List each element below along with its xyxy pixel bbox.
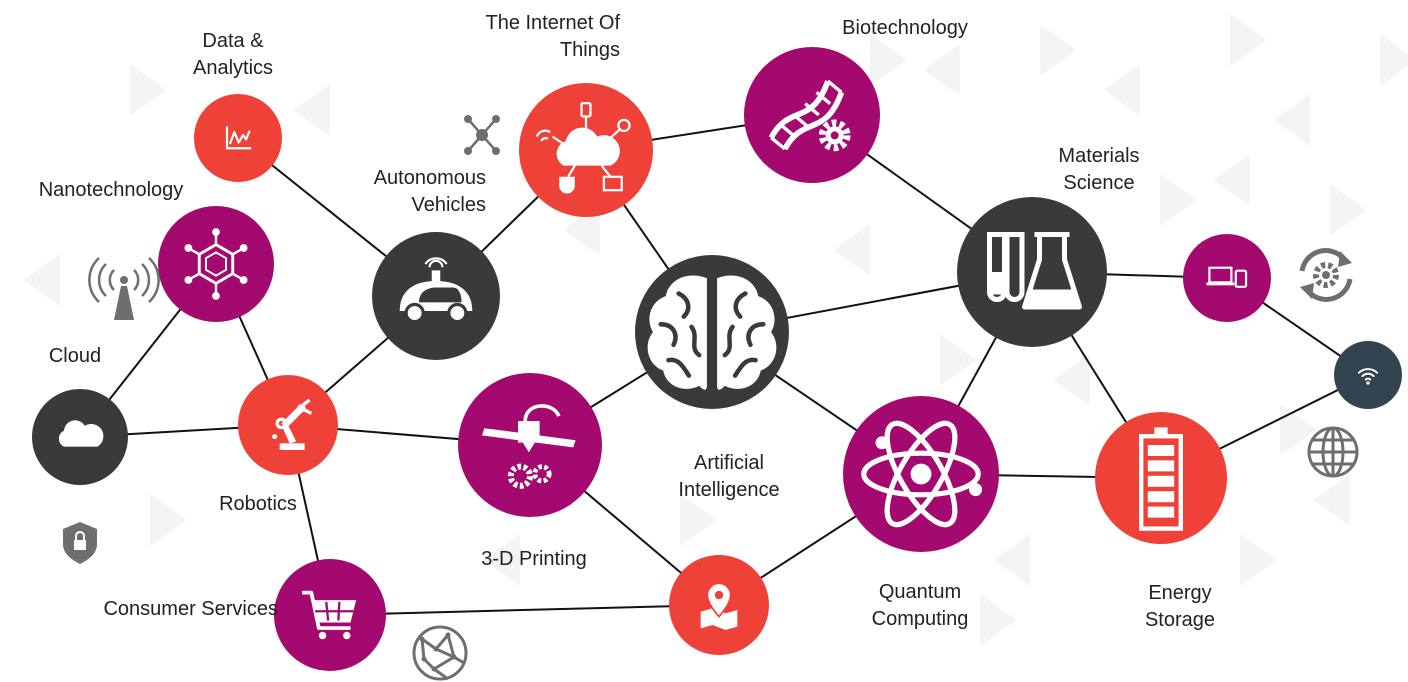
- node-energy-storage: [1095, 412, 1227, 544]
- self-driving-car-icon: [399, 257, 473, 324]
- shield-lock-icon: [63, 522, 97, 564]
- background-triangle: [1330, 184, 1367, 236]
- node-biotechnology-circle: [744, 47, 880, 183]
- brain-icon: [647, 275, 777, 390]
- robot-arm-icon: [272, 398, 313, 450]
- map-pin-icon: [700, 582, 738, 630]
- node-robotics: [238, 375, 338, 475]
- node-autonomous-vehicles: [372, 232, 500, 360]
- shopping-cart-icon: [302, 590, 357, 640]
- line-chart-icon: [225, 126, 252, 150]
- decorative-icons: [63, 115, 1359, 681]
- node-data-analytics: [194, 94, 282, 182]
- label-data-analytics: Data &Analytics: [192, 30, 274, 79]
- background-triangle: [23, 254, 61, 306]
- label-nanotechnology: Nanotechnology: [38, 179, 184, 201]
- background-triangle: [293, 84, 330, 136]
- background-triangle: [923, 44, 960, 96]
- background-triangle: [1313, 474, 1350, 526]
- background-triangle: [1230, 14, 1267, 66]
- node-nanotechnology-circle: [158, 206, 274, 322]
- node-nanotechnology: [158, 206, 274, 322]
- node-materials-science: [957, 197, 1107, 347]
- world-network-icon: [412, 625, 468, 681]
- background-pattern: [23, 14, 1408, 646]
- background-triangle: [130, 64, 167, 116]
- background-triangle: [1273, 94, 1310, 146]
- node-quantum-computing: [843, 396, 999, 552]
- background-triangle: [940, 334, 977, 386]
- label-robotics: Robotics: [219, 493, 297, 515]
- node-biotechnology: [744, 47, 880, 183]
- cloud-icon: [58, 420, 104, 447]
- cloud-network-icon: [535, 101, 631, 194]
- node-wifi: [1334, 341, 1402, 409]
- molecule-hexagon-icon: [184, 228, 248, 300]
- lab-flask-icon: [987, 232, 1082, 310]
- radio-tower-icon: [88, 257, 160, 320]
- node-artificial-intelligence: [635, 255, 789, 409]
- node-wifi-circle: [1334, 341, 1402, 409]
- background-triangle: [1040, 24, 1077, 76]
- label-3d-printing: 3-D Printing: [481, 548, 587, 570]
- network-node-icon: [464, 115, 500, 155]
- background-triangle: [1103, 64, 1140, 116]
- node-cloud: [32, 389, 128, 485]
- node-iot: [519, 83, 653, 217]
- background-triangle: [150, 494, 187, 546]
- label-biotechnology: Biotechnology: [842, 17, 968, 39]
- wifi-icon: [1357, 368, 1379, 385]
- node-devices: [1183, 234, 1271, 322]
- background-triangle: [483, 534, 520, 586]
- label-cloud: Cloud: [48, 345, 102, 367]
- atom-icon: [861, 420, 983, 528]
- background-triangle: [1280, 404, 1317, 456]
- battery-icon: [1138, 427, 1184, 531]
- background-triangle: [563, 204, 600, 256]
- background-triangle: [1380, 34, 1408, 86]
- node-three-d-printing: [458, 373, 602, 517]
- node-circles: [32, 47, 1402, 671]
- background-triangle: [833, 224, 870, 276]
- background-triangle: [993, 534, 1030, 586]
- 3d-printer-icon: [482, 404, 576, 489]
- node-location: [669, 555, 769, 655]
- globe-icon: [1307, 426, 1359, 478]
- devices-icon: [1206, 266, 1248, 288]
- label-consumer-services: Consumer Services: [103, 598, 278, 620]
- background-triangle: [870, 34, 907, 86]
- edge-consumer-services-to-location: [329, 604, 720, 616]
- node-devices-circle: [1183, 234, 1271, 322]
- background-triangle: [1213, 154, 1250, 206]
- background-triangle: [1053, 354, 1090, 406]
- settings-sync-icon: [1299, 248, 1353, 302]
- background-triangle: [1160, 174, 1197, 226]
- background-triangle: [980, 594, 1017, 646]
- node-consumer-services: [274, 559, 386, 671]
- dna-gear-icon: [768, 79, 851, 152]
- node-materials-science-circle: [957, 197, 1107, 347]
- background-triangle: [680, 494, 717, 546]
- background-triangle: [1240, 534, 1277, 586]
